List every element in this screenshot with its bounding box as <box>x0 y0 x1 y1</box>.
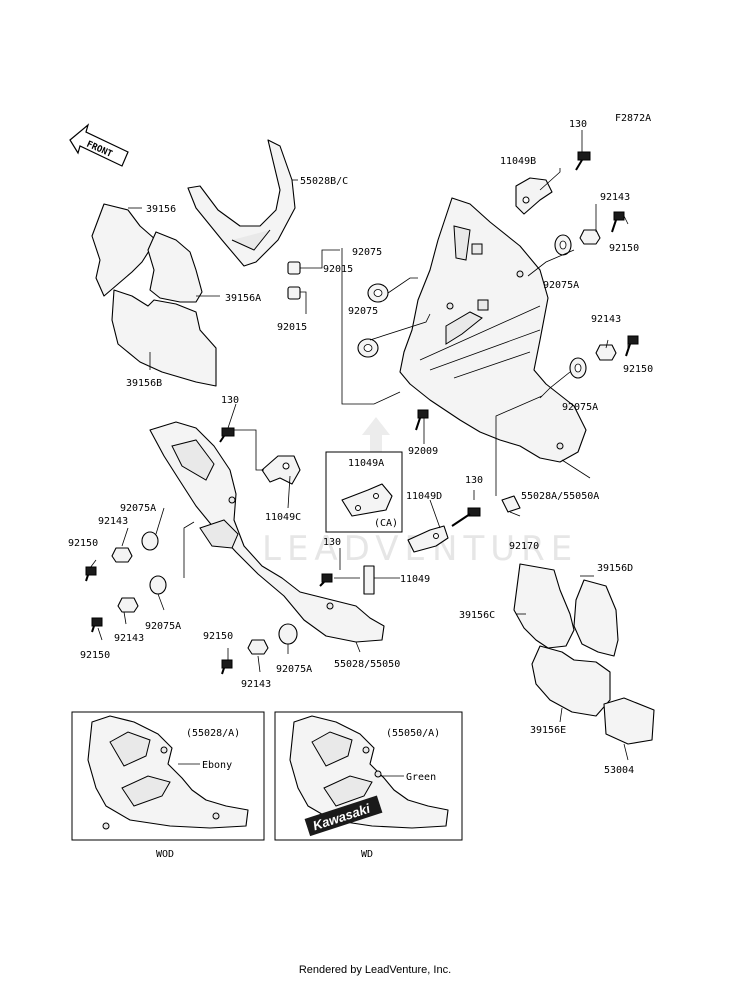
variant-2-color: Green <box>406 772 436 783</box>
insulator-39156D <box>573 579 619 657</box>
label-92143-top: 92143 <box>600 192 630 203</box>
grommet-92075-a <box>367 283 389 303</box>
label-11049A: 11049A <box>348 458 384 469</box>
grommet-92075A-top <box>554 234 572 256</box>
bracket-11049B <box>515 177 553 215</box>
nut-92143-bottom <box>247 639 269 655</box>
bracket-11049 <box>363 565 375 595</box>
label-92009: 92009 <box>408 446 438 457</box>
label-92143-low: 92143 <box>114 633 144 644</box>
clip-92170 <box>501 495 521 513</box>
variant-1-code: (55028/A) <box>186 728 240 739</box>
footer-credit: Rendered by LeadVenture, Inc. <box>298 964 452 976</box>
label-92075A-bottom: 92075A <box>276 664 312 675</box>
label-92075-b: 92075 <box>348 306 378 317</box>
insulator-39156C <box>513 563 575 649</box>
label-92150-low: 92150 <box>80 650 110 661</box>
front-arrow-icon: FRONT <box>69 123 129 167</box>
label-92170: 92170 <box>509 541 539 552</box>
variant-1-model: WOD <box>156 849 174 860</box>
upper-cowl-inner-part <box>187 139 296 267</box>
label-92150-mid: 92150 <box>623 364 653 375</box>
bolt-130-center <box>451 507 481 527</box>
label-92143-mid: 92143 <box>591 314 621 325</box>
bracket-11049C <box>261 455 301 485</box>
label-55028BC: 55028B/C <box>300 176 348 187</box>
insulator-39156A <box>147 231 203 303</box>
variant-2-model: WD <box>361 849 373 860</box>
label-55028A55050A: 55028A/55050A <box>521 491 599 502</box>
label-92075-a: 92075 <box>352 247 382 258</box>
label-92015-a: 92015 <box>323 264 353 275</box>
label-11049: 11049 <box>400 574 430 585</box>
label-130-left: 130 <box>221 395 239 406</box>
label-92150-bottom: 92150 <box>203 631 233 642</box>
callout-labels: 130 11049B 92143 92150 55028B/C 39156 92… <box>68 119 653 776</box>
label-39156C: 39156C <box>459 610 495 621</box>
label-92075A-low: 92075A <box>145 621 181 632</box>
bolt-92150-low <box>91 617 103 633</box>
grommet-92075-b <box>357 338 379 358</box>
label-92150-left: 92150 <box>68 538 98 549</box>
label-39156B: 39156B <box>126 378 162 389</box>
insulator-39156B <box>111 289 217 387</box>
grommet-92075A-low <box>149 575 167 595</box>
grommet-92075A-mid <box>569 357 587 379</box>
label-92150-top: 92150 <box>609 243 639 254</box>
bolt-130-top <box>575 151 591 171</box>
label-130-low: 130 <box>323 537 341 548</box>
label-92015-b: 92015 <box>277 322 307 333</box>
label-92143-bottom: 92143 <box>241 679 271 690</box>
insulator-39156 <box>91 203 157 297</box>
lower-cowl-part <box>149 421 385 643</box>
label-92075A-left: 92075A <box>120 503 156 514</box>
bolt-92150-top <box>611 211 625 233</box>
label-CA: (CA) <box>374 518 398 529</box>
bolt-130-low <box>319 573 333 587</box>
label-39156E: 39156E <box>530 725 566 736</box>
label-39156: 39156 <box>146 204 176 215</box>
clip-92015-b <box>287 286 301 300</box>
grommet-92075A-left <box>141 531 159 551</box>
leader-lines <box>89 130 629 761</box>
nut-92143-top <box>579 229 601 245</box>
pad-53004 <box>603 697 655 745</box>
figure-code: F2872A <box>615 113 651 124</box>
label-11049B: 11049B <box>500 156 536 167</box>
label-39156A: 39156A <box>225 293 261 304</box>
middle-cowl-part <box>399 197 587 463</box>
label-53004: 53004 <box>604 765 634 776</box>
variant-box-wd: Kawasaki (55050/A) Green WD <box>274 711 463 860</box>
bolt-92150-bottom <box>221 659 233 675</box>
variant-1-color: Ebony <box>202 760 232 771</box>
nut-92143-left <box>111 547 133 563</box>
insulator-39156E <box>531 645 611 717</box>
bolt-130-left <box>219 427 235 443</box>
label-55028-55050: 55028/55050 <box>334 659 400 670</box>
bracket-11049A-inset <box>325 451 403 533</box>
label-92075A-top: 92075A <box>543 280 579 291</box>
label-92143-left: 92143 <box>98 516 128 527</box>
nut-92143-mid <box>595 344 617 361</box>
label-92075A-mid: 92075A <box>562 402 598 413</box>
label-39156D: 39156D <box>597 563 633 574</box>
label-130-top: 130 <box>569 119 587 130</box>
bracket-11049D <box>407 525 449 553</box>
variant-2-code: (55050/A) <box>386 728 440 739</box>
nut-92143-low <box>117 597 139 613</box>
variant-box-wod: (55028/A) Ebony WOD <box>71 711 265 860</box>
screw-92009 <box>415 409 429 431</box>
bolt-92150-left <box>85 566 97 582</box>
label-11049C: 11049C <box>265 512 301 523</box>
label-130-center: 130 <box>465 475 483 486</box>
grommet-92075A-bottom <box>278 623 298 645</box>
label-11049D: 11049D <box>406 491 442 502</box>
clip-92015-a <box>287 261 301 275</box>
